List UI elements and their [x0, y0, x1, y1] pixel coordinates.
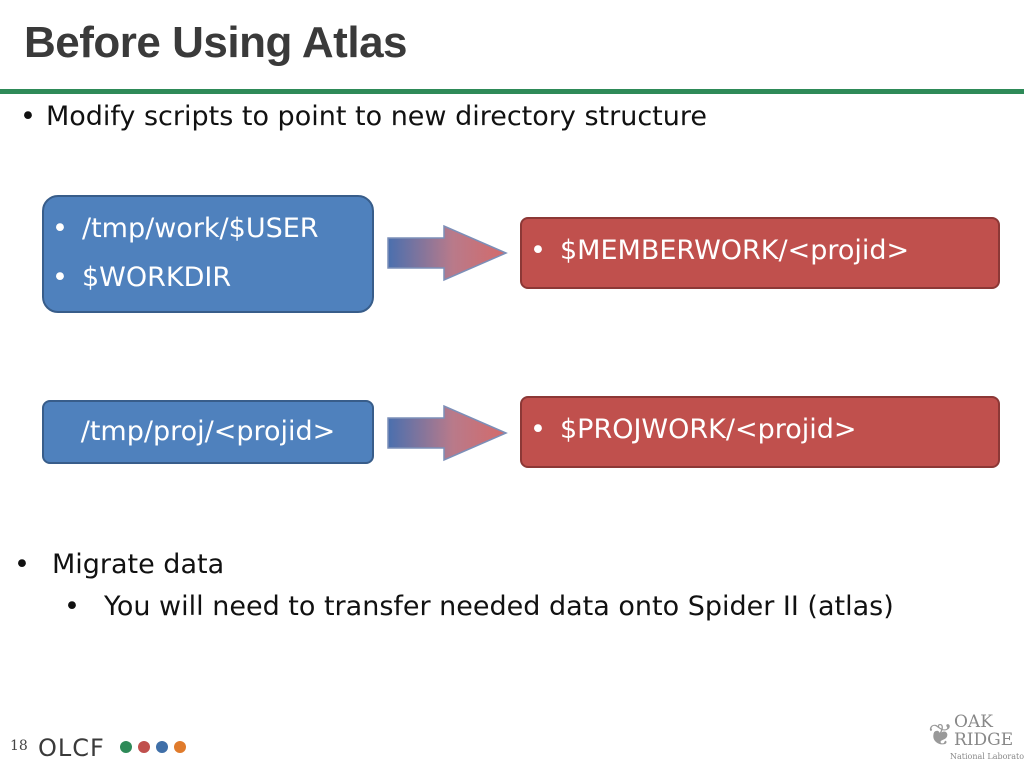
list-item: • $WORKDIR [44, 262, 372, 293]
right-arrow-icon [387, 404, 508, 462]
list-item: • $MEMBERWORK/<projid> [522, 235, 998, 266]
logo-dot [174, 741, 186, 753]
oak-ridge-logo: ❦ OAK RIDGE National Laboratory [928, 712, 1024, 766]
list-item-text: /tmp/work/$USER [82, 213, 319, 244]
memberwork-box: • $MEMBERWORK/<projid> [520, 217, 1000, 289]
bullet-dot: • [20, 101, 36, 132]
intro-bullet: • Modify scripts to point to new director… [20, 101, 707, 132]
slide-title: Before Using Atlas [24, 18, 408, 67]
bullet-dot: • [52, 213, 68, 244]
oak-ridge-word-2: RIDGE [954, 730, 1014, 750]
oak-leaf-icon: ❦ [928, 718, 954, 753]
logo-dot [120, 741, 132, 753]
right-arrow-icon [387, 224, 508, 282]
old-proj-dir-box: /tmp/proj/<projid> [42, 400, 374, 464]
page-number: 18 [10, 738, 28, 754]
old-proj-dir-text: /tmp/proj/<projid> [80, 416, 336, 447]
olcf-logo: OLCF [38, 734, 105, 762]
title-divider [0, 89, 1024, 94]
olcf-logo-dots [120, 741, 186, 753]
migrate-bullet-text: Migrate data [51, 549, 225, 580]
old-work-dirs-box: • /tmp/work/$USER • $WORKDIR [42, 195, 374, 313]
list-item-text: $MEMBERWORK/<projid> [560, 235, 910, 266]
bullet-dot: • [52, 262, 68, 293]
bullet-dot: • [530, 414, 546, 445]
bullet-dot: • [14, 549, 30, 580]
logo-dot [138, 741, 150, 753]
transfer-sub-bullet: • You will need to transfer needed data o… [64, 591, 894, 622]
list-item-text: $WORKDIR [82, 262, 232, 293]
migrate-bullet: • Migrate data [14, 549, 224, 580]
transfer-sub-bullet-text: You will need to transfer needed data on… [103, 591, 894, 622]
list-item-text: $PROJWORK/<projid> [560, 414, 857, 445]
intro-bullet-text: Modify scripts to point to new directory… [45, 101, 707, 132]
bullet-dot: • [530, 235, 546, 266]
projwork-box: • $PROJWORK/<projid> [520, 396, 1000, 468]
list-item: • /tmp/work/$USER [44, 213, 372, 244]
bullet-dot: • [64, 591, 80, 622]
oak-ridge-word-1: OAK [954, 712, 993, 732]
oak-ridge-word-3: National Laboratory [950, 752, 1024, 761]
logo-dot [156, 741, 168, 753]
list-item: • $PROJWORK/<projid> [522, 414, 998, 445]
